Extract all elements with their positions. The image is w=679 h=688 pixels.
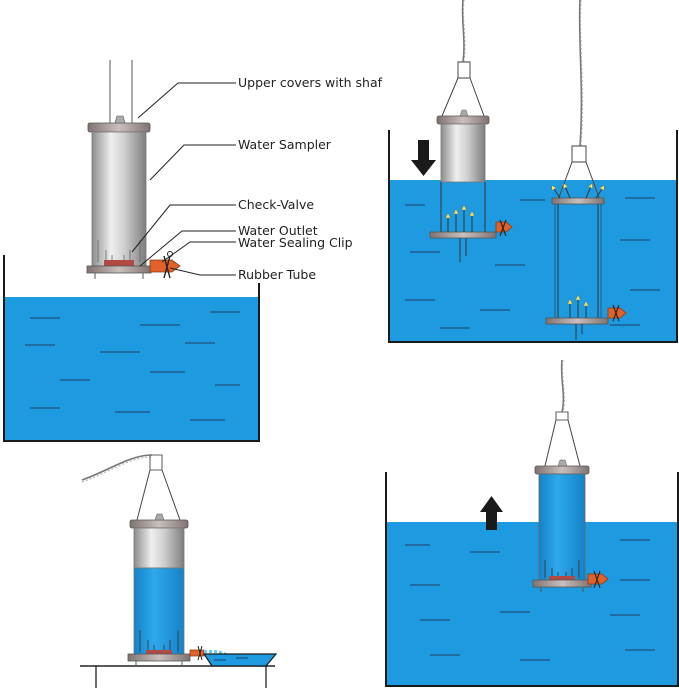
- tank-water: [389, 180, 677, 342]
- sampler-2-lowering: [429, 109, 513, 262]
- filled-cylinder: [538, 473, 586, 581]
- tank-outline: [3, 255, 260, 442]
- water-ripples: [405, 539, 655, 661]
- collected-water: [133, 567, 185, 655]
- hanger-loop: [457, 61, 471, 79]
- water-ripples: [405, 197, 660, 329]
- label-upper-covers: Upper covers with shaf: [238, 75, 383, 90]
- label-check-valve: Check-Valve: [238, 197, 314, 212]
- panel-lowering: [388, 0, 678, 343]
- tank-water: [386, 522, 678, 686]
- bottom-plate: [86, 265, 152, 274]
- check-valve: [104, 260, 134, 266]
- collection-basin-icon: [202, 653, 278, 667]
- cylinder-body: [91, 131, 147, 267]
- tank-outline: [388, 130, 678, 343]
- upper-cover: [87, 122, 151, 133]
- sampler-4-draining: [127, 513, 205, 666]
- sampler-3-open-frame: [545, 184, 627, 340]
- panel-labeled-sampler: Upper covers with shaf Water Sampler Che…: [3, 60, 383, 442]
- sampler-5-raising: [532, 459, 609, 592]
- panel-raising: [385, 359, 679, 687]
- label-rubber-tube: Rubber Tube: [238, 267, 316, 282]
- tank-water: [4, 297, 259, 441]
- water-ripples: [25, 311, 240, 421]
- tank-outline: [385, 472, 679, 687]
- label-water-sealing-clip: Water Sealing Clip: [238, 235, 353, 250]
- panel-draining: [80, 454, 278, 688]
- label-water-outlet: Water Outlet: [238, 223, 318, 238]
- label-water-sampler: Water Sampler: [238, 137, 332, 152]
- arrow-down-icon: [411, 140, 436, 176]
- arrow-up-icon: [480, 496, 503, 530]
- cover-knob: [114, 115, 126, 124]
- sampler-1: [86, 115, 181, 279]
